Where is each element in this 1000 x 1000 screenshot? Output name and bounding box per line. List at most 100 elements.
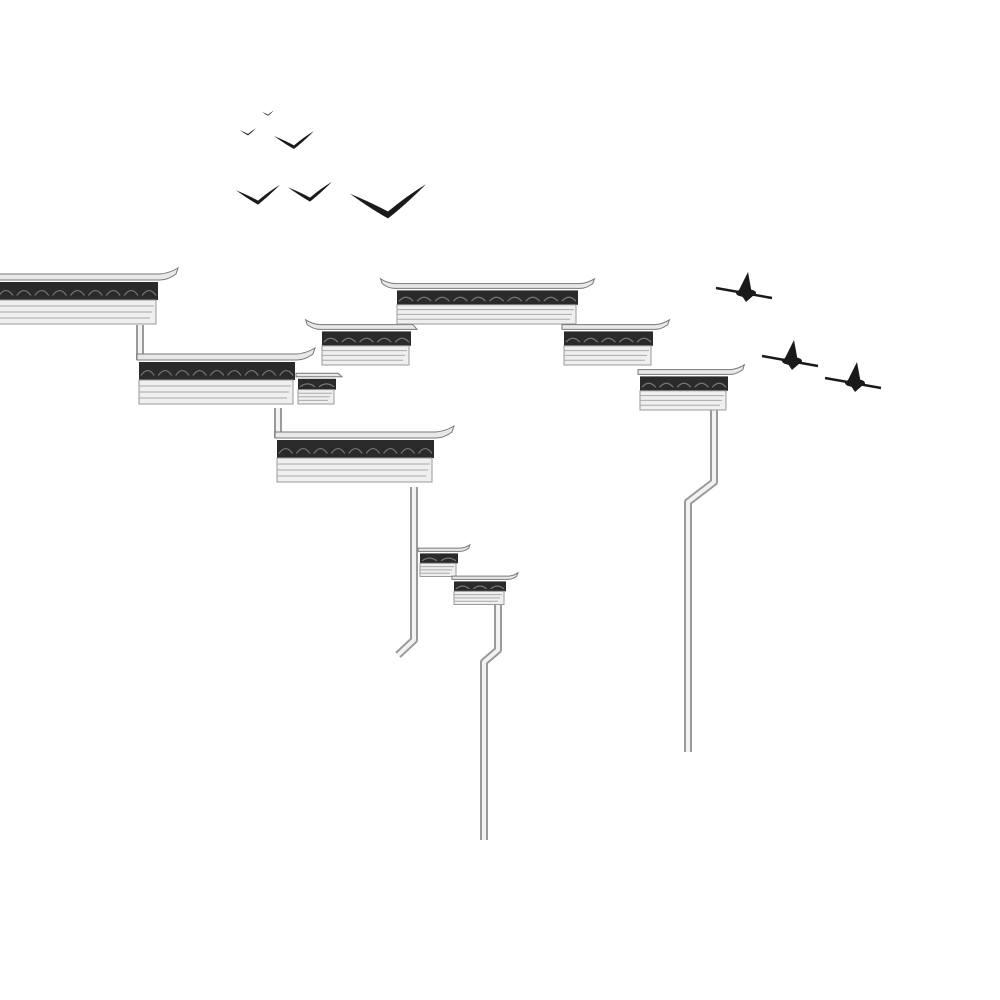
roof-tile-arch [34,289,50,296]
roof-tile-arch [543,296,559,302]
roof-ridge [295,372,344,405]
roof-tile-arch [400,447,416,454]
roof-ridge [0,266,179,325]
bird-icon [262,110,274,116]
wall-group [136,325,718,840]
roof-tile-arch [507,296,523,302]
roof-tile-arch [455,585,470,590]
roof-tile-arch [601,337,616,343]
roof-tile-arch [0,289,14,296]
roof-tile-arch [278,447,293,454]
roof-tile-arch [359,337,374,343]
roof-tile-arch [87,289,103,296]
roof-ridge [136,346,316,405]
roof-tile-arch [244,369,259,376]
roof-tile-arch [175,369,190,376]
roof-tiles [420,553,458,564]
roof-cap [304,318,419,330]
roof-tile-arch [341,337,357,343]
wall-edge [480,592,502,840]
roof-tile-arch [52,289,68,296]
roof-tile-arch [123,289,139,296]
roof-tile-arch [489,296,505,302]
roof-tile-arch [141,289,157,296]
roof-tile-arch [440,557,457,562]
roof-tile-arch [209,369,225,376]
roof-tile-arch [383,447,398,454]
bird-icon [288,181,332,202]
crane-icon [761,340,819,370]
bird-icon [350,184,426,219]
roof-tile-arch [416,296,432,302]
roof-tile-arch [105,289,121,296]
roof-tile-arch [323,337,339,343]
roof-cap [637,363,746,375]
roof-tile-arch [694,382,709,388]
roof-tile-arch [659,382,674,388]
roof-tile-arch [676,382,692,388]
roof-tile-arch [365,447,381,454]
roof-tile-arch [561,296,577,302]
roof-cap [295,372,344,378]
roof-tile-arch [641,382,657,388]
wall-edge [395,487,418,658]
roof-cap [561,318,671,330]
roof-cap [274,424,455,439]
roof-tile-arch [583,337,599,343]
roof-ridge [417,543,471,577]
crane-wing [738,272,752,294]
bird-icon [240,128,256,136]
roof-tile-arch [157,369,173,376]
bird-group [236,110,882,392]
crane-torso [736,289,756,297]
roof-tile-arch [261,369,277,376]
roof-ridge [274,424,455,483]
roof-tile-arch [636,337,652,343]
roof-tile-arch [711,382,727,388]
roof-tile-arch [472,585,488,590]
roof-tile-arch [70,289,85,296]
roof-tile-arch [421,557,438,562]
roof-tile-arch [140,369,155,376]
roof-tiles [397,290,578,305]
roof-ridge [561,318,671,366]
roof-cap [0,266,179,281]
crane-wing [784,340,798,362]
roof-tile-arch [418,447,433,454]
roof-ridge [379,277,596,325]
roof-tile-arch [318,383,335,388]
roof-tile-arch [565,337,581,343]
roof-group [0,266,746,605]
roof-tiles [298,378,336,390]
crane-torso [845,379,865,387]
bird-icon [236,184,280,205]
crane-icon [824,362,882,392]
roof-ridge [637,363,746,411]
crane-torso [782,357,802,365]
roof-tile-arch [398,296,414,302]
roof-tile-arch [525,296,541,302]
roof-cap [136,346,316,361]
roof-tile-arch [434,296,450,302]
roof-tile-arch [490,585,505,590]
roof-ridge [304,318,419,366]
roof-tile-arch [618,337,634,343]
roof-ridge [451,571,519,605]
roof-tile-arch [330,447,346,454]
roof-tile-arch [470,296,486,302]
roof-tile-arch [279,369,294,376]
roof-tile-arch [299,383,316,388]
roof-tile-arch [16,289,32,296]
crane-wing [847,362,861,384]
wall-edge [684,398,718,752]
bird-icon [274,131,314,149]
crane-icon [715,272,773,302]
roof-tile-arch [295,447,311,454]
roof-tile-arch [394,337,410,343]
roof-tile-arch [227,369,242,376]
wall-face [396,487,416,657]
roof-tile-arch [313,447,328,454]
wall-face [482,592,500,840]
wall-face [686,398,716,752]
